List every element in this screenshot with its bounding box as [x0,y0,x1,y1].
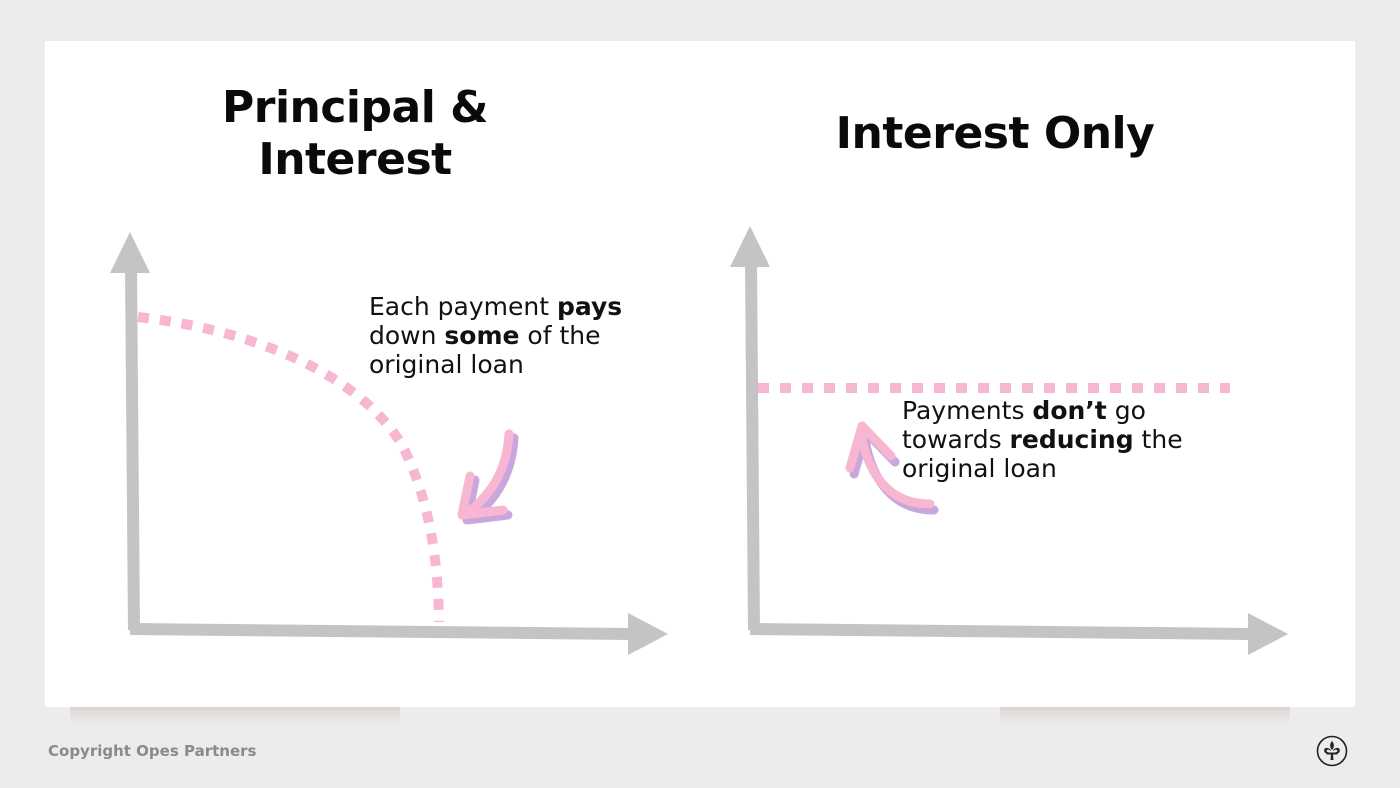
principal-interest-title: Principal &Interest [195,82,515,186]
caption-text: the original loan [902,425,1183,483]
card-shadow-left [70,707,400,731]
fleur-de-lis-icon [1316,735,1348,767]
left-arrowhead [457,471,508,520]
right-curved-arrow [845,421,939,515]
right-chart [730,226,1288,655]
caption-bold: some [444,321,520,350]
left-x-axis-arrowhead [628,613,668,655]
right-caption: Payments don’t go towards reducing the o… [902,396,1202,483]
left-caption: Each payment pays down some of the origi… [369,292,659,379]
title-line-1: Principal & [222,82,488,133]
left-chart [110,232,668,655]
right-x-axis [749,623,1251,640]
left-arrow [466,429,514,515]
caption-bold: reducing [1009,425,1134,454]
caption-text: down [369,321,445,350]
left-declining-balance-line [137,312,444,623]
right-arrowhead [845,421,896,473]
card-shadow-right [1000,707,1290,731]
left-x-axis [129,623,631,640]
right-y-axis [745,262,760,631]
left-y-axis [125,267,140,631]
right-x-axis-arrowhead [1248,613,1288,655]
left-arrowhead-shadow [462,475,513,525]
caption-bold: pays [556,292,623,321]
left-y-axis-arrowhead [110,232,150,273]
title-line-2: Interest [258,134,452,185]
right-arrow [856,429,935,509]
caption-text: go towards [902,396,1146,454]
caption-text: Payments [902,396,1033,425]
slide-card [45,41,1355,707]
copyright-text: Copyright Opes Partners [48,742,257,760]
caption-bold: don’t [1032,396,1107,425]
right-y-axis-arrowhead [730,226,770,267]
caption-text: Each payment [369,292,557,321]
interest-only-title: Interest Only [835,108,1155,159]
caption-text: of the original loan [369,321,601,379]
left-curved-arrow [457,429,519,525]
